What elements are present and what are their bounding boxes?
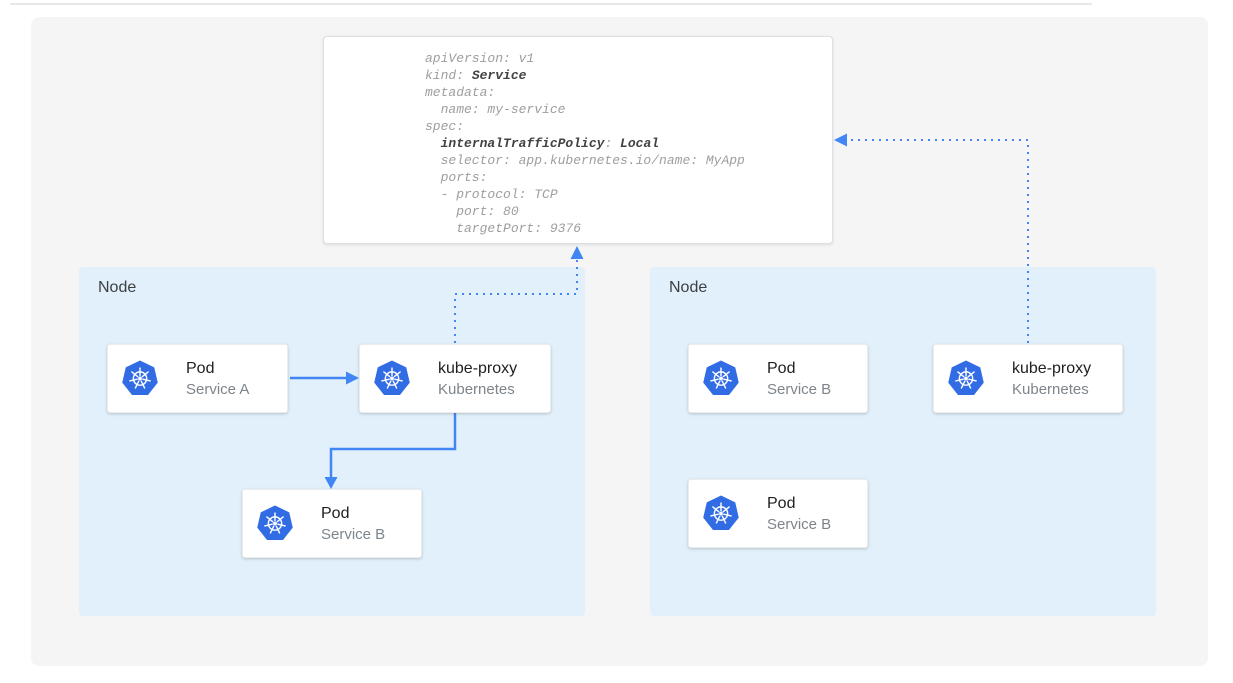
- kubernetes-icon: [702, 359, 740, 399]
- card-subtitle: Kubernetes: [438, 380, 515, 398]
- yaml-line: spec:: [425, 119, 465, 134]
- yaml-line: name: my-service: [425, 102, 566, 117]
- card-pod-service-b-left: Pod Service B: [242, 489, 422, 558]
- node-label: Node: [98, 279, 137, 296]
- kubernetes-icon: [256, 504, 294, 544]
- card-pod-service-a: Pod Service A: [107, 344, 288, 413]
- card-text: Pod Service B: [767, 359, 831, 399]
- kubernetes-icon: [947, 359, 985, 399]
- yaml-line: apiVersion: v1: [425, 51, 535, 66]
- service-yaml-card: apiVersion: v1 kind: Service metadata: nam…: [323, 36, 833, 244]
- card-text: kube-proxy Kubernetes: [1012, 359, 1091, 399]
- card-subtitle: Service B: [321, 525, 386, 543]
- card-kube-proxy-left: kube-proxy Kubernetes: [359, 344, 551, 413]
- kubernetes-icon: [702, 494, 740, 534]
- card-subtitle: Service A: [186, 380, 250, 398]
- kubernetes-icon: [121, 359, 159, 399]
- card-title: Pod: [321, 504, 350, 522]
- yaml-line: - protocol: TCP: [425, 187, 558, 202]
- kubernetes-icon: [373, 359, 411, 399]
- yaml-line: metadata:: [425, 85, 496, 100]
- yaml-line: ports:: [425, 170, 488, 185]
- node-box-left: Node: [79, 267, 585, 616]
- card-title: Pod: [767, 359, 796, 377]
- yaml-line: port: 80: [425, 204, 519, 219]
- node-label: Node: [669, 279, 708, 296]
- card-text: Pod Service B: [767, 494, 831, 534]
- card-text: kube-proxy Kubernetes: [438, 359, 517, 399]
- card-title: kube-proxy: [438, 359, 518, 377]
- card-text: Pod Service B: [321, 504, 385, 544]
- top-divider: [10, 3, 1092, 5]
- card-title: Pod: [767, 494, 796, 512]
- card-subtitle: Service B: [767, 380, 832, 398]
- card-subtitle: Service B: [767, 515, 832, 533]
- node-box-right: Node: [650, 267, 1156, 616]
- card-title: kube-proxy: [1012, 359, 1092, 377]
- card-kube-proxy-right: kube-proxy Kubernetes: [933, 344, 1123, 413]
- card-title: Pod: [186, 359, 215, 377]
- yaml-code: apiVersion: v1 kind: Service metadata: nam…: [425, 50, 832, 237]
- card-pod-service-b-right-top: Pod Service B: [688, 344, 868, 413]
- yaml-line: kind: Service: [425, 68, 527, 83]
- card-subtitle: Kubernetes: [1012, 380, 1089, 398]
- yaml-line: targetPort: 9376: [425, 221, 582, 236]
- yaml-line: selector: app.kubernetes.io/name: MyApp: [425, 153, 745, 168]
- card-pod-service-b-right-bottom: Pod Service B: [688, 479, 868, 548]
- yaml-line: internalTrafficPolicy: Local: [440, 136, 660, 151]
- card-text: Pod Service A: [186, 359, 249, 399]
